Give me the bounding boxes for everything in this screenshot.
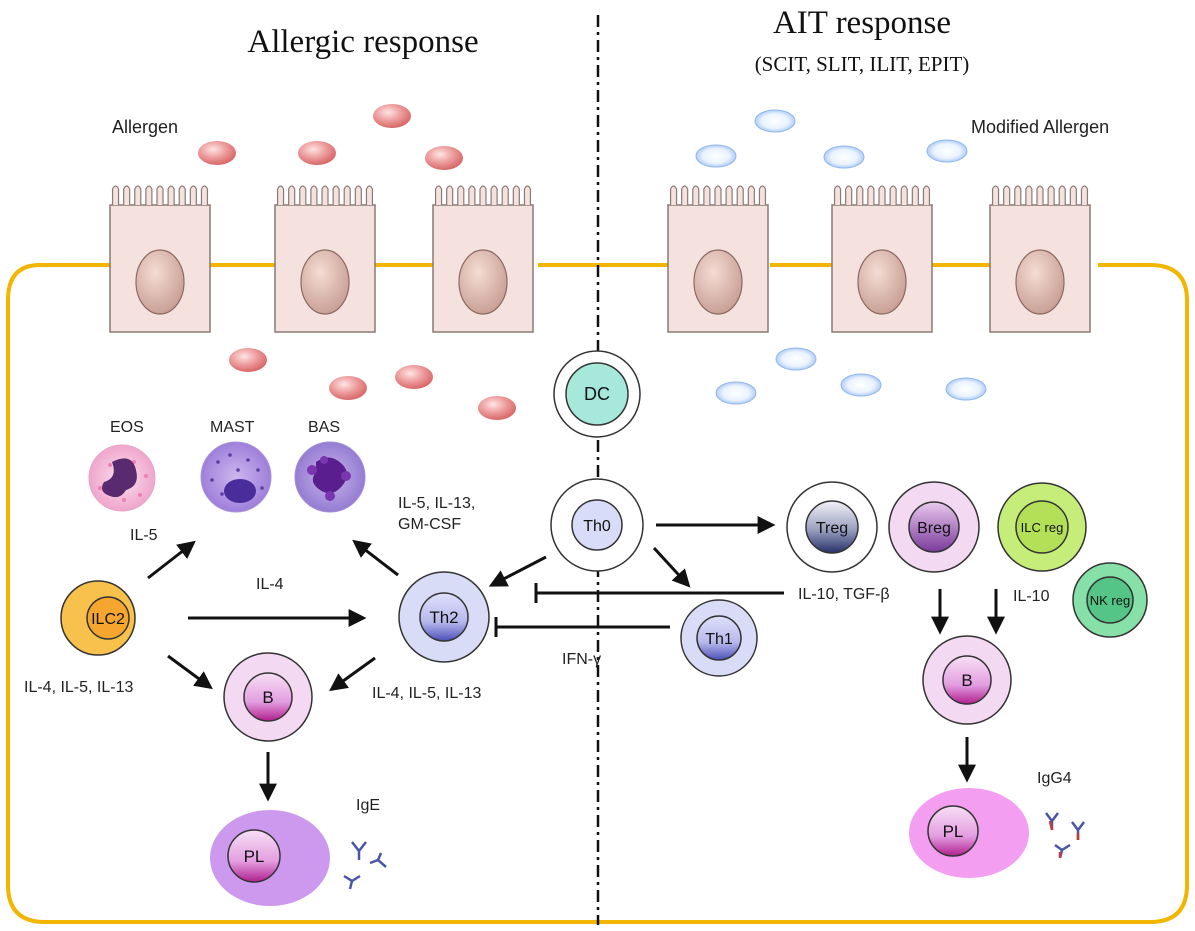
il4-il5-il13-ilc2-label: IL-4, IL-5, IL-13	[24, 679, 133, 696]
ait-response-title: AIT response	[773, 5, 951, 41]
arrow-ilc2-to-b	[167, 654, 213, 690]
il10-label: IL-10	[1013, 588, 1050, 605]
treg-label: Treg	[816, 520, 848, 537]
th2-label: Th2	[429, 608, 458, 627]
mast-cell	[200, 441, 272, 513]
b-cell-left: B	[223, 652, 313, 742]
plasma-cell-right: PL	[909, 788, 1029, 878]
pl-left-label: PL	[244, 847, 265, 866]
allergen-particle	[298, 141, 336, 165]
epithelial-nucleus	[135, 249, 185, 315]
ige-label: IgE	[356, 797, 380, 814]
modified-allergen-particle	[945, 377, 987, 401]
eos-label: EOS	[110, 419, 144, 436]
allergen-particle	[198, 141, 236, 165]
epithelial-nucleus	[458, 249, 508, 315]
modified-allergen-label: Modified Allergen	[971, 117, 1109, 137]
nk-reg-label: NK reg	[1090, 593, 1130, 608]
allergic-response-title: Allergic response	[247, 24, 478, 60]
th1-cell: Th1	[680, 599, 758, 677]
breg-label: Breg	[917, 520, 951, 537]
ilc2-cell: ILC2	[60, 580, 136, 656]
igg4-antibodies	[1045, 812, 1085, 859]
modified-allergen-particle	[926, 139, 968, 163]
epithelial-cell	[274, 185, 376, 333]
il4-il5-il13-th2-label: IL-4, IL-5, IL-13	[372, 685, 481, 702]
dc-cell: DC	[553, 350, 641, 438]
epithelial-cell	[109, 185, 211, 333]
ilc-reg-label: ILC reg	[1021, 520, 1064, 535]
arrow-ilc2-to-granulocytes	[147, 540, 196, 580]
modified-allergen-particle	[715, 381, 757, 405]
epithelial-nucleus	[857, 249, 907, 315]
plasma-cell-left: PL	[210, 810, 330, 906]
pl-right-label: PL	[943, 822, 964, 841]
il5-label: IL-5	[130, 527, 158, 544]
ifn-gamma-label: IFN-γ	[562, 651, 601, 668]
ige-antibodies	[343, 841, 387, 890]
treg-cell: Treg	[786, 481, 878, 573]
il4-label: IL-4	[256, 576, 284, 593]
mast-label: MAST	[210, 419, 255, 436]
epithelial-cell	[989, 185, 1091, 333]
modified-allergen-particle	[823, 145, 865, 169]
breg-cell: Breg	[888, 481, 980, 573]
arrow-th2-to-b	[329, 656, 376, 692]
th0-label: Th0	[583, 518, 611, 535]
allergen-particle	[425, 146, 463, 170]
tissue-boundary	[6, 263, 1189, 924]
epithelial-cell	[831, 185, 933, 333]
epithelial-nucleus	[300, 249, 350, 315]
allergen-particle	[229, 348, 267, 372]
allergen-particle	[478, 396, 516, 420]
ilc-reg-cell: ILC reg	[997, 482, 1087, 572]
th2-cell: Th2	[398, 571, 490, 663]
gm-csf-label: GM-CSF	[398, 516, 461, 533]
b-right-label: B	[961, 671, 972, 690]
allergen-particle	[329, 376, 367, 400]
th0-cell: Th0	[550, 478, 644, 572]
basophil	[294, 441, 366, 513]
il10-tgfb-label: IL-10, TGF-β	[798, 586, 890, 603]
arrow-th2-to-granulocytes	[352, 539, 399, 577]
modified-allergen-particle	[775, 347, 817, 371]
allergen-particles	[198, 104, 516, 420]
modified-allergen-particles	[695, 109, 987, 405]
igg4-label: IgG4	[1037, 770, 1072, 787]
il5-il13-label: IL-5, IL-13,	[398, 495, 475, 512]
ait-routes-subtitle: (SCIT, SLIT, ILIT, EPIT)	[755, 52, 970, 76]
epithelial-cell	[667, 185, 769, 333]
epithelial-cell	[432, 185, 534, 333]
eosinophil	[88, 444, 156, 512]
arrow-th0-to-th1	[652, 546, 691, 588]
modified-allergen-particle	[754, 109, 796, 133]
modified-allergen-particle	[695, 144, 737, 168]
epithelial-nucleus	[1015, 249, 1065, 315]
b-cell-right: B	[922, 635, 1012, 725]
ilc2-label: ILC2	[91, 611, 125, 628]
allergen-particle	[373, 104, 411, 128]
b-left-label: B	[262, 688, 273, 707]
nk-reg-cell: NK reg	[1072, 562, 1148, 638]
bas-label: BAS	[308, 419, 340, 436]
dc-label: DC	[584, 384, 610, 404]
arrow-th0-to-th2	[488, 555, 547, 587]
allergen-particle	[395, 365, 433, 389]
modified-allergen-particle	[840, 373, 882, 397]
epithelial-layer	[109, 185, 1091, 333]
allergen-label: Allergen	[112, 117, 178, 137]
epithelial-nucleus	[693, 249, 743, 315]
th1-label: Th1	[705, 631, 733, 648]
